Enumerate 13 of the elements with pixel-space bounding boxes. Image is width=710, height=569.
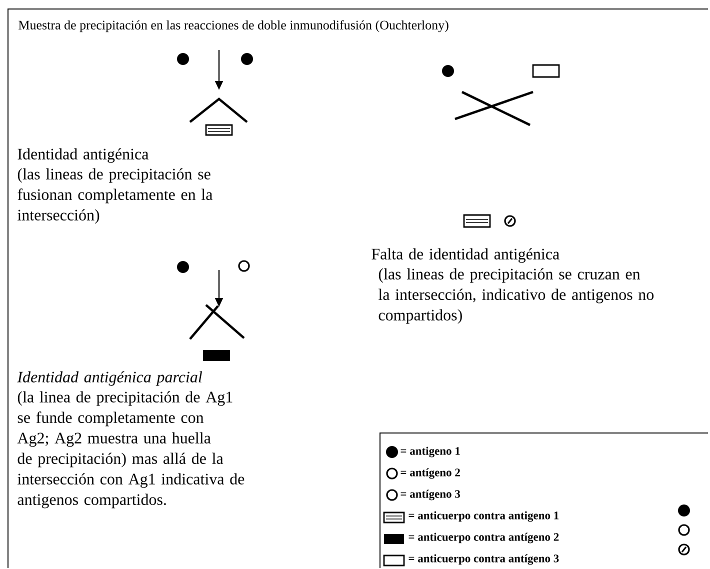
legend-text: = anticuerpo contra antígeno 3	[408, 554, 559, 565]
heading: Identidad antigénica	[18, 148, 148, 163]
legend-text: = antígeno 2	[400, 468, 460, 479]
description: (las lineas de precipitación se fusionan completamente en la intersección)	[18, 168, 212, 224]
description: (las lineas de precipitación se cruzan en la intersección, indicativo de antigenos no compartidos)	[378, 268, 654, 324]
title: Muestra de precipitación en las reacciones de doble inmunodifusión (Ouchterlony)	[18, 20, 448, 32]
heading: Falta de identidad antigénica	[372, 248, 560, 263]
legend-text: = antígeno 3	[400, 490, 460, 500]
legend-text: = anticuerpo contra antigeno 1	[408, 511, 559, 522]
heading: Identidad antigénica parcial	[17, 371, 202, 386]
description: (la linea de precipitación de Ag1 se funde completamente con Ag2; Ag2 muestra una huella de precipitación) mas allá de la intersección con Ag1 indicativa de antigenos compartidos.	[17, 391, 244, 508]
legend-text: = antigeno 1	[400, 446, 460, 458]
legend-text: = anticuerpo contra antígeno 2	[408, 532, 559, 544]
